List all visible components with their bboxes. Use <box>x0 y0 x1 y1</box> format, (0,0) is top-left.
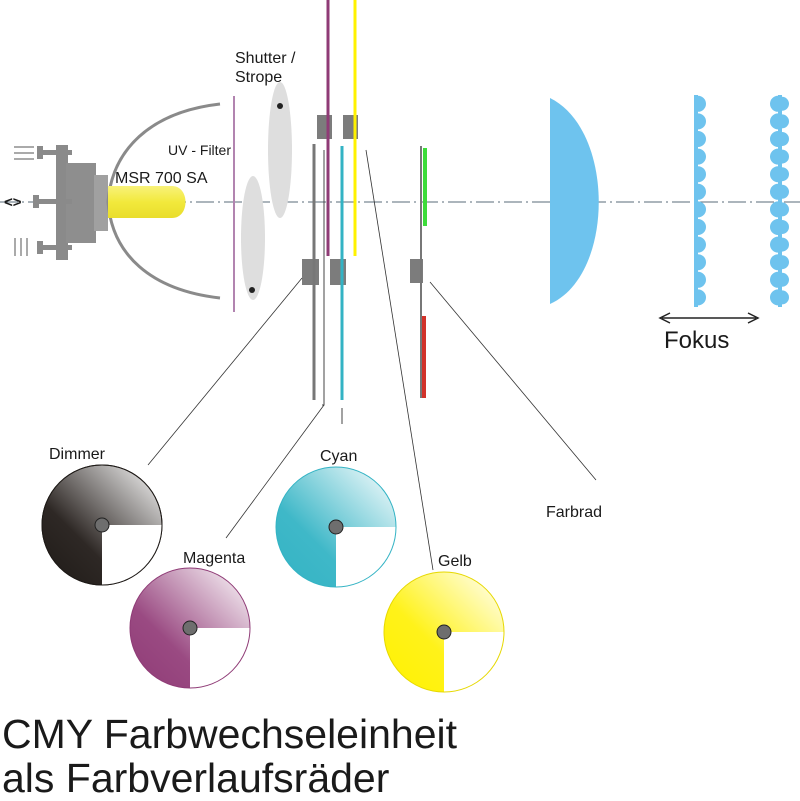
title-line-1: CMY Farbwechseleinheit <box>2 711 458 757</box>
magenta-wheel-shaft <box>322 150 325 406</box>
gelb-label: Gelb <box>438 553 472 570</box>
shutter-blade-bottom <box>241 176 265 300</box>
adjust-lines-top-icon <box>14 146 34 160</box>
uv-filter-label: UV - Filter <box>168 142 231 158</box>
magenta-label: Magenta <box>183 550 245 567</box>
magenta-motor-block <box>317 115 332 139</box>
lamp-adjust-label: <> <box>4 194 22 211</box>
shutter-label-line2: Strope <box>235 69 282 86</box>
gelb-disc <box>383 571 505 693</box>
title-line-2: als Farbverlaufsräder <box>2 755 390 801</box>
shutter-label-line1: Shutter / <box>235 50 296 67</box>
shutter-pivot-bottom <box>249 287 255 293</box>
farbrad-label: Farbrad <box>546 504 602 521</box>
focus-lens-2 <box>770 95 790 307</box>
cyan-disc <box>275 466 397 588</box>
fokus-label: Fokus <box>664 327 729 354</box>
dimmer-label: Dimmer <box>49 446 106 463</box>
leader-lines <box>147 149 597 571</box>
condenser-lens <box>550 98 599 304</box>
dimmer-disc <box>41 464 163 586</box>
shutter-blade-top <box>268 82 292 218</box>
shutter-pivot-top <box>277 103 283 109</box>
lamp-label: MSR 700 SA <box>115 170 208 187</box>
lamp-bulb <box>108 186 186 218</box>
focus-lens-1 <box>694 95 706 307</box>
dimmer-motor-block <box>302 259 319 285</box>
lamp-socket <box>33 145 108 260</box>
cyan-label: Cyan <box>320 448 357 465</box>
focus-arrow-icon <box>658 312 760 324</box>
farbrad-motor-block <box>410 259 423 283</box>
cyan-motor-block <box>330 259 346 285</box>
adjust-lines-bottom-icon <box>14 238 28 256</box>
magenta-disc <box>129 567 251 689</box>
